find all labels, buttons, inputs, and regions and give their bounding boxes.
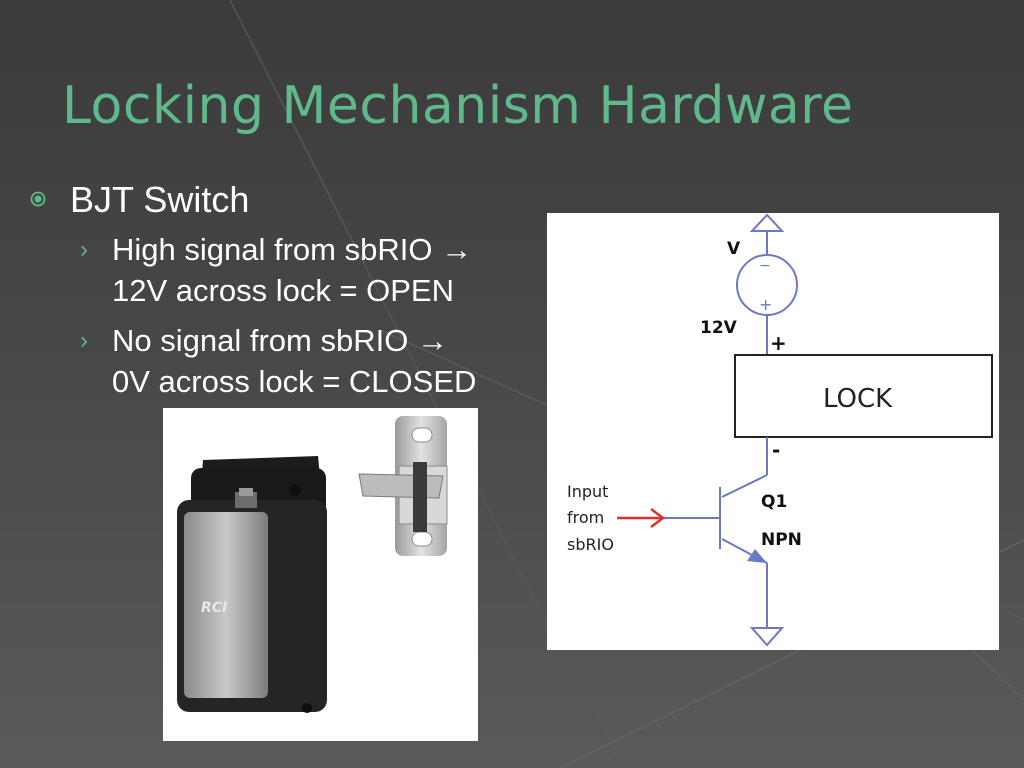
lock-minus-terminal: - [772, 438, 780, 462]
voltage-label: 12V [700, 318, 738, 338]
chevron-right-icon: › [80, 327, 88, 354]
sub-bullet-line: No signal from sbRIO → [112, 323, 448, 358]
input-arrow-icon [617, 508, 666, 528]
source-label: V [727, 239, 741, 259]
transistor-type: NPN [761, 530, 802, 550]
sub-bullet-line: 0V across lock = CLOSED [112, 364, 477, 399]
input-label-line: from [567, 508, 604, 527]
bullet-text: BJT Switch [70, 179, 250, 220]
input-label-line: Input [567, 482, 608, 501]
lock-label: LOCK [823, 384, 893, 414]
lock-photo: RCI [163, 408, 478, 741]
bjt-switch-schematic: − + V 12V + LOCK - Q1 NPN I [547, 213, 999, 650]
lock-plus-terminal: + [770, 331, 787, 355]
sub-bullet-line: High signal from sbRIO → [112, 232, 473, 267]
lock-brand-logo: RCI [201, 600, 227, 616]
sub-bullet-line: 12V across lock = OPEN [112, 273, 454, 308]
source-plus-sign: + [759, 295, 772, 314]
chevron-right-icon: › [80, 236, 88, 263]
input-label-line: sbRIO [567, 535, 614, 554]
source-minus-sign: − [759, 258, 771, 274]
bullet-circle-icon [30, 191, 46, 207]
transistor-name: Q1 [761, 492, 787, 512]
slide-title: Locking Mechanism Hardware [62, 76, 854, 136]
